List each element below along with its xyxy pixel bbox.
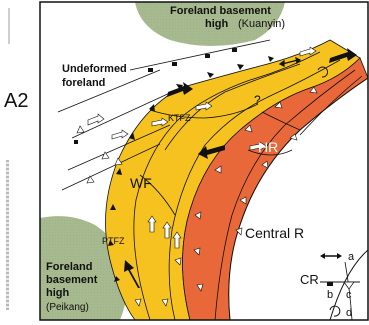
label-basement-south-2: basement: [46, 274, 98, 286]
orange-belt-faults: [214, 69, 363, 320]
label-basement-north-2: high: [205, 18, 228, 30]
coastal-range-boundary: [329, 249, 368, 320]
rotation-symbol: [317, 66, 329, 78]
label-hr: HR: [258, 139, 278, 155]
label-cr: CR: [300, 272, 319, 287]
margin-mark: [8, 8, 10, 44]
deformation-front-barbs: [108, 56, 274, 282]
label-ptfz: PTFZ: [102, 236, 125, 246]
lineament-ticks: [74, 48, 237, 144]
label-central-range: Central R: [245, 225, 304, 241]
thrust-faults: [133, 51, 341, 320]
legend-b: b: [327, 289, 333, 301]
label-wf: WF: [130, 175, 152, 191]
legend-d: d: [346, 307, 352, 319]
legend-a: a: [348, 251, 355, 263]
side-stripe: [6, 160, 9, 310]
label-basement-south-4: (Peikang): [46, 302, 89, 313]
convergence-arrows: [124, 48, 357, 288]
open-arrows: [87, 46, 317, 249]
label-ktfz: KTFZ: [168, 113, 191, 123]
thrust-triangles: [134, 86, 318, 307]
label-basement-north-1: Foreland basement: [170, 5, 271, 17]
double-arrows: [278, 56, 302, 67]
map-frame: [39, 1, 369, 321]
label-basement-south-3: high: [46, 287, 69, 299]
foreland-lineaments: [57, 39, 271, 191]
label-question: ?: [254, 93, 261, 107]
legend-c: c: [346, 289, 352, 301]
panel-label: A2: [4, 90, 29, 112]
central-range-zone: [228, 77, 368, 320]
label-basement-south-1: Foreland: [46, 261, 92, 273]
label-basement-north-3: (Kuanyin): [238, 18, 285, 30]
label-undeformed-2: foreland: [62, 77, 105, 89]
legend: a b c d: [320, 251, 360, 319]
lineament-triangles: [76, 125, 123, 184]
label-undeformed-1: Undeformed: [62, 63, 127, 75]
